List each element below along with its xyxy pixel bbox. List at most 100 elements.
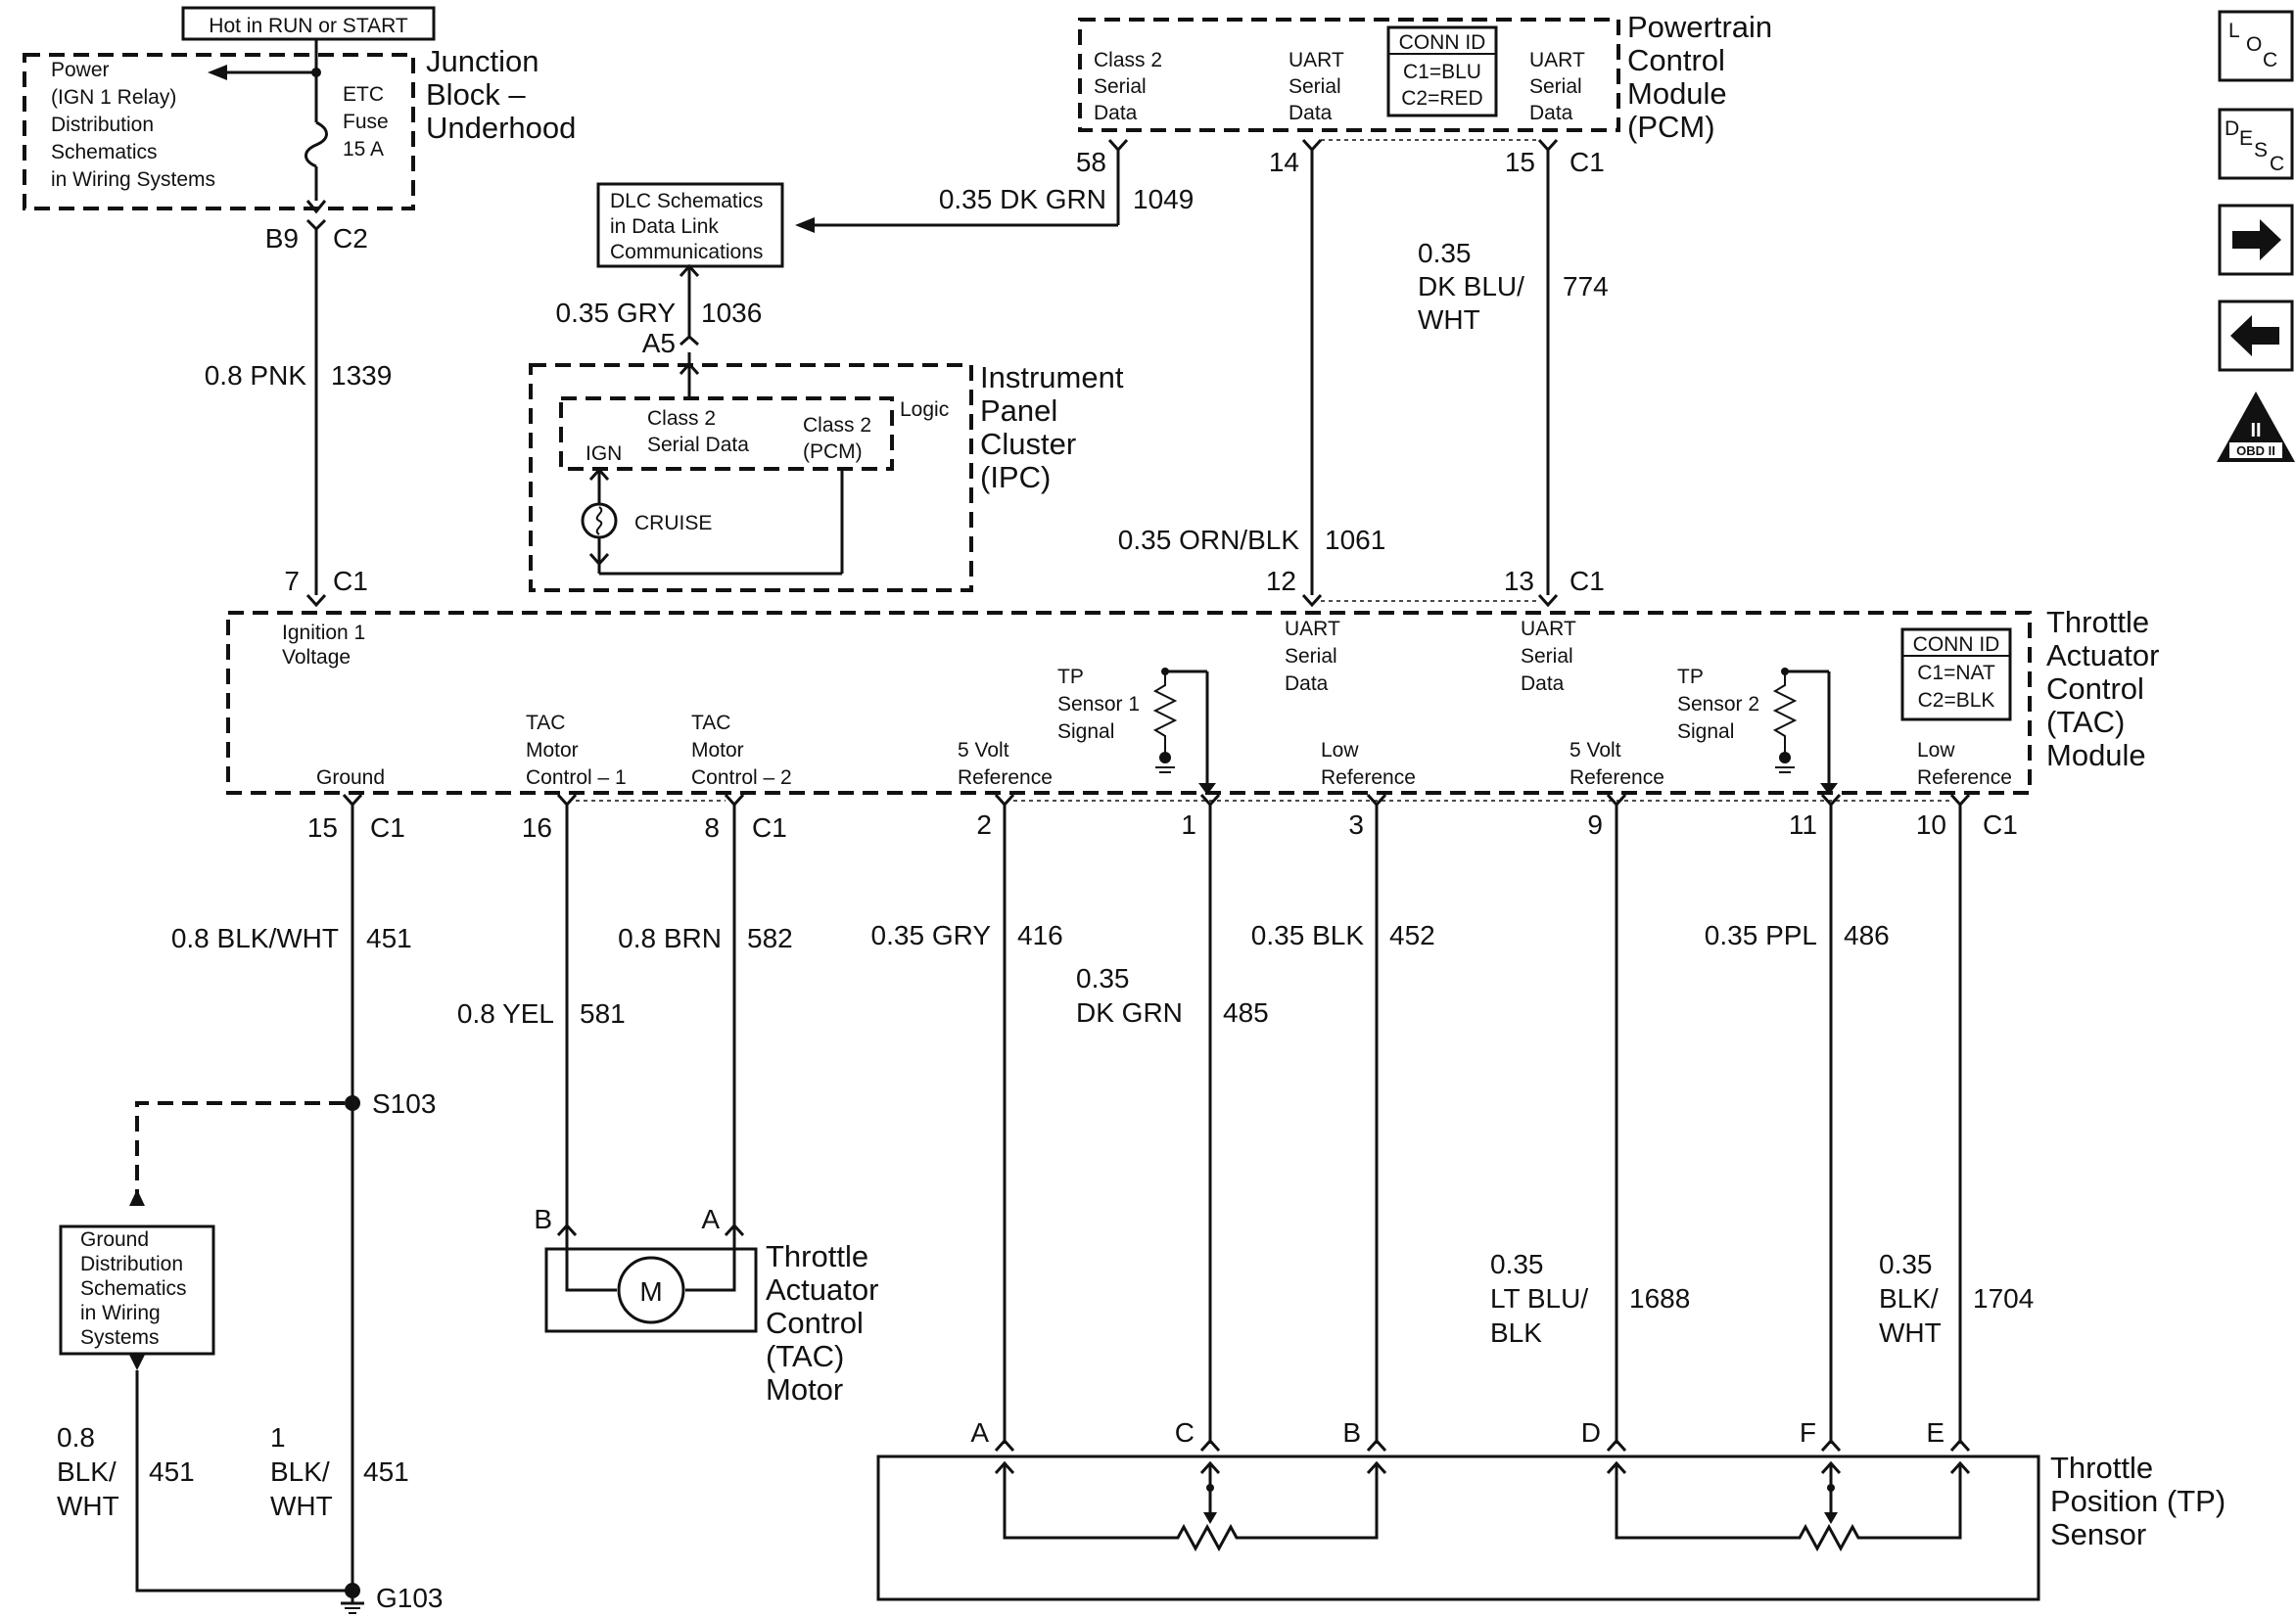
- svg-text:(IPC): (IPC): [980, 460, 1051, 494]
- svg-text:DK GRN: DK GRN: [1076, 997, 1183, 1028]
- svg-text:E: E: [2239, 127, 2253, 150]
- svg-text:(TAC): (TAC): [2046, 705, 2125, 739]
- svg-text:BLK/: BLK/: [1879, 1283, 1939, 1314]
- svg-text:3: 3: [1348, 809, 1364, 840]
- pcm-pin-14: 14: [1269, 147, 1299, 177]
- svg-text:Reference: Reference: [1321, 766, 1416, 789]
- svg-text:2: 2: [976, 809, 992, 840]
- svg-text:Control – 2: Control – 2: [691, 766, 792, 789]
- hot-in-run-box: [181, 6, 436, 41]
- prev-button[interactable]: [2218, 300, 2294, 372]
- ipc-pin-a5: A5: [642, 328, 676, 358]
- tp-potentiometer-1-icon: [1003, 1463, 1379, 1552]
- svg-text:10: 10: [1916, 809, 1946, 840]
- svg-text:15: 15: [307, 812, 338, 843]
- wire-451-left: [135, 1370, 352, 1593]
- pcm-outline: [1078, 18, 1620, 132]
- svg-text:C: C: [1175, 1417, 1195, 1448]
- svg-text:452: 452: [1389, 920, 1435, 950]
- svg-text:C1=NAT: C1=NAT: [1917, 662, 1995, 684]
- svg-text:Low: Low: [1321, 739, 1359, 762]
- svg-text:Low: Low: [1917, 739, 1955, 762]
- svg-text:Reference: Reference: [1917, 766, 2012, 789]
- svg-text:11: 11: [1789, 809, 1817, 840]
- desc-button[interactable]: D E S C: [2218, 108, 2294, 180]
- svg-text:Communications: Communications: [610, 241, 763, 263]
- fuse-label-2: Fuse: [343, 111, 389, 133]
- wire-774-color-1: DK BLU/: [1418, 271, 1524, 301]
- svg-text:C1: C1: [752, 812, 787, 843]
- svg-text:C: C: [2270, 153, 2284, 175]
- pcm: Class 2 Serial Data UART Serial Data UAR…: [1076, 10, 1772, 177]
- pcm-pin-58: 58: [1076, 147, 1106, 177]
- svg-text:0.8 BLK/WHT: 0.8 BLK/WHT: [171, 923, 339, 953]
- svg-text:Systems: Systems: [80, 1326, 160, 1349]
- tac-module: Ignition 1 Voltage Ground TAC Motor Cont…: [226, 605, 2159, 795]
- tac-pin-12: 12: [1266, 566, 1296, 596]
- svg-text:0.35: 0.35: [1490, 1249, 1544, 1279]
- svg-text:0.35 GRY: 0.35 GRY: [871, 920, 992, 950]
- svg-text:UART: UART: [1289, 49, 1344, 71]
- svg-text:B: B: [1342, 1417, 1361, 1448]
- svg-text:0.8: 0.8: [57, 1422, 95, 1453]
- next-button[interactable]: [2218, 204, 2294, 276]
- svg-text:(TAC): (TAC): [766, 1339, 844, 1373]
- tp-sensor: Throttle Position (TP) Sensor: [876, 1451, 2226, 1601]
- svg-text:LT BLU/: LT BLU/: [1490, 1283, 1588, 1314]
- svg-text:Actuator: Actuator: [766, 1272, 878, 1307]
- arrow-left-icon: [2230, 315, 2279, 356]
- svg-text:Control: Control: [2046, 671, 2144, 706]
- svg-text:Serial: Serial: [1285, 645, 1337, 668]
- svg-text:0.35 BLK: 0.35 BLK: [1251, 920, 1365, 950]
- svg-text:Serial: Serial: [1094, 75, 1147, 98]
- svg-text:(IGN 1 Relay): (IGN 1 Relay): [51, 86, 176, 109]
- svg-text:Motor: Motor: [691, 739, 744, 762]
- ipc-outline: [529, 363, 973, 592]
- wire-1339-color: 0.8 PNK: [205, 360, 307, 391]
- tac-pin-13: 13: [1504, 566, 1534, 596]
- tac-conn-id-box: [1900, 627, 2012, 721]
- svg-text:Logic: Logic: [900, 398, 949, 421]
- svg-text:Powertrain: Powertrain: [1627, 10, 1772, 44]
- dlc-arrow-icon: [795, 217, 815, 233]
- svg-text:Throttle: Throttle: [2046, 605, 2149, 639]
- dlc-note-box: [596, 182, 784, 268]
- svg-text:0.35: 0.35: [1076, 963, 1130, 993]
- svg-text:5 Volt: 5 Volt: [1570, 739, 1621, 762]
- svg-text:S: S: [2254, 139, 2268, 162]
- jb-pin: B9: [265, 223, 299, 254]
- svg-text:Data: Data: [1094, 102, 1138, 124]
- svg-text:Data: Data: [1285, 672, 1329, 695]
- ipc: Logic Class 2 Serial Data Class 2 (PCM) …: [529, 352, 1124, 592]
- svg-text:DLC Schematics: DLC Schematics: [610, 190, 763, 212]
- tac-module-outline: [226, 611, 2032, 795]
- svg-text:582: 582: [747, 923, 793, 953]
- svg-text:Motor: Motor: [766, 1372, 843, 1407]
- svg-text:Throttle: Throttle: [2050, 1451, 2153, 1485]
- svg-text:Schematics: Schematics: [51, 141, 158, 163]
- svg-text:in Wiring Systems: in Wiring Systems: [51, 168, 215, 191]
- pcm-conn-id-box: [1386, 25, 1498, 117]
- loc-button[interactable]: L O C: [2218, 10, 2294, 82]
- svg-text:Data: Data: [1529, 102, 1573, 124]
- svg-text:A: A: [701, 1204, 720, 1234]
- ground-distribution-link: [135, 1101, 345, 1199]
- obd2-button[interactable]: II OBD II: [2217, 392, 2295, 462]
- svg-text:TP: TP: [1057, 666, 1084, 688]
- junction-block-name-1: Junction: [426, 44, 539, 78]
- tp-potentiometer-2-icon: [1615, 1463, 1962, 1552]
- svg-text:(PCM): (PCM): [1627, 110, 1715, 144]
- tp2-pullup-resistor-icon: [1772, 668, 1838, 795]
- svg-text:WHT: WHT: [270, 1491, 333, 1521]
- svg-text:TAC: TAC: [526, 712, 565, 734]
- svg-text:451: 451: [149, 1456, 195, 1487]
- svg-text:BLK/: BLK/: [270, 1456, 330, 1487]
- svg-text:UART: UART: [1529, 49, 1585, 71]
- svg-text:0.8 BRN: 0.8 BRN: [618, 923, 722, 953]
- svg-text:Data: Data: [1521, 672, 1565, 695]
- svg-text:Panel: Panel: [980, 393, 1057, 428]
- svg-text:F: F: [1800, 1417, 1816, 1448]
- connector-chevron-icon: [305, 218, 327, 232]
- svg-text:UART: UART: [1521, 618, 1576, 640]
